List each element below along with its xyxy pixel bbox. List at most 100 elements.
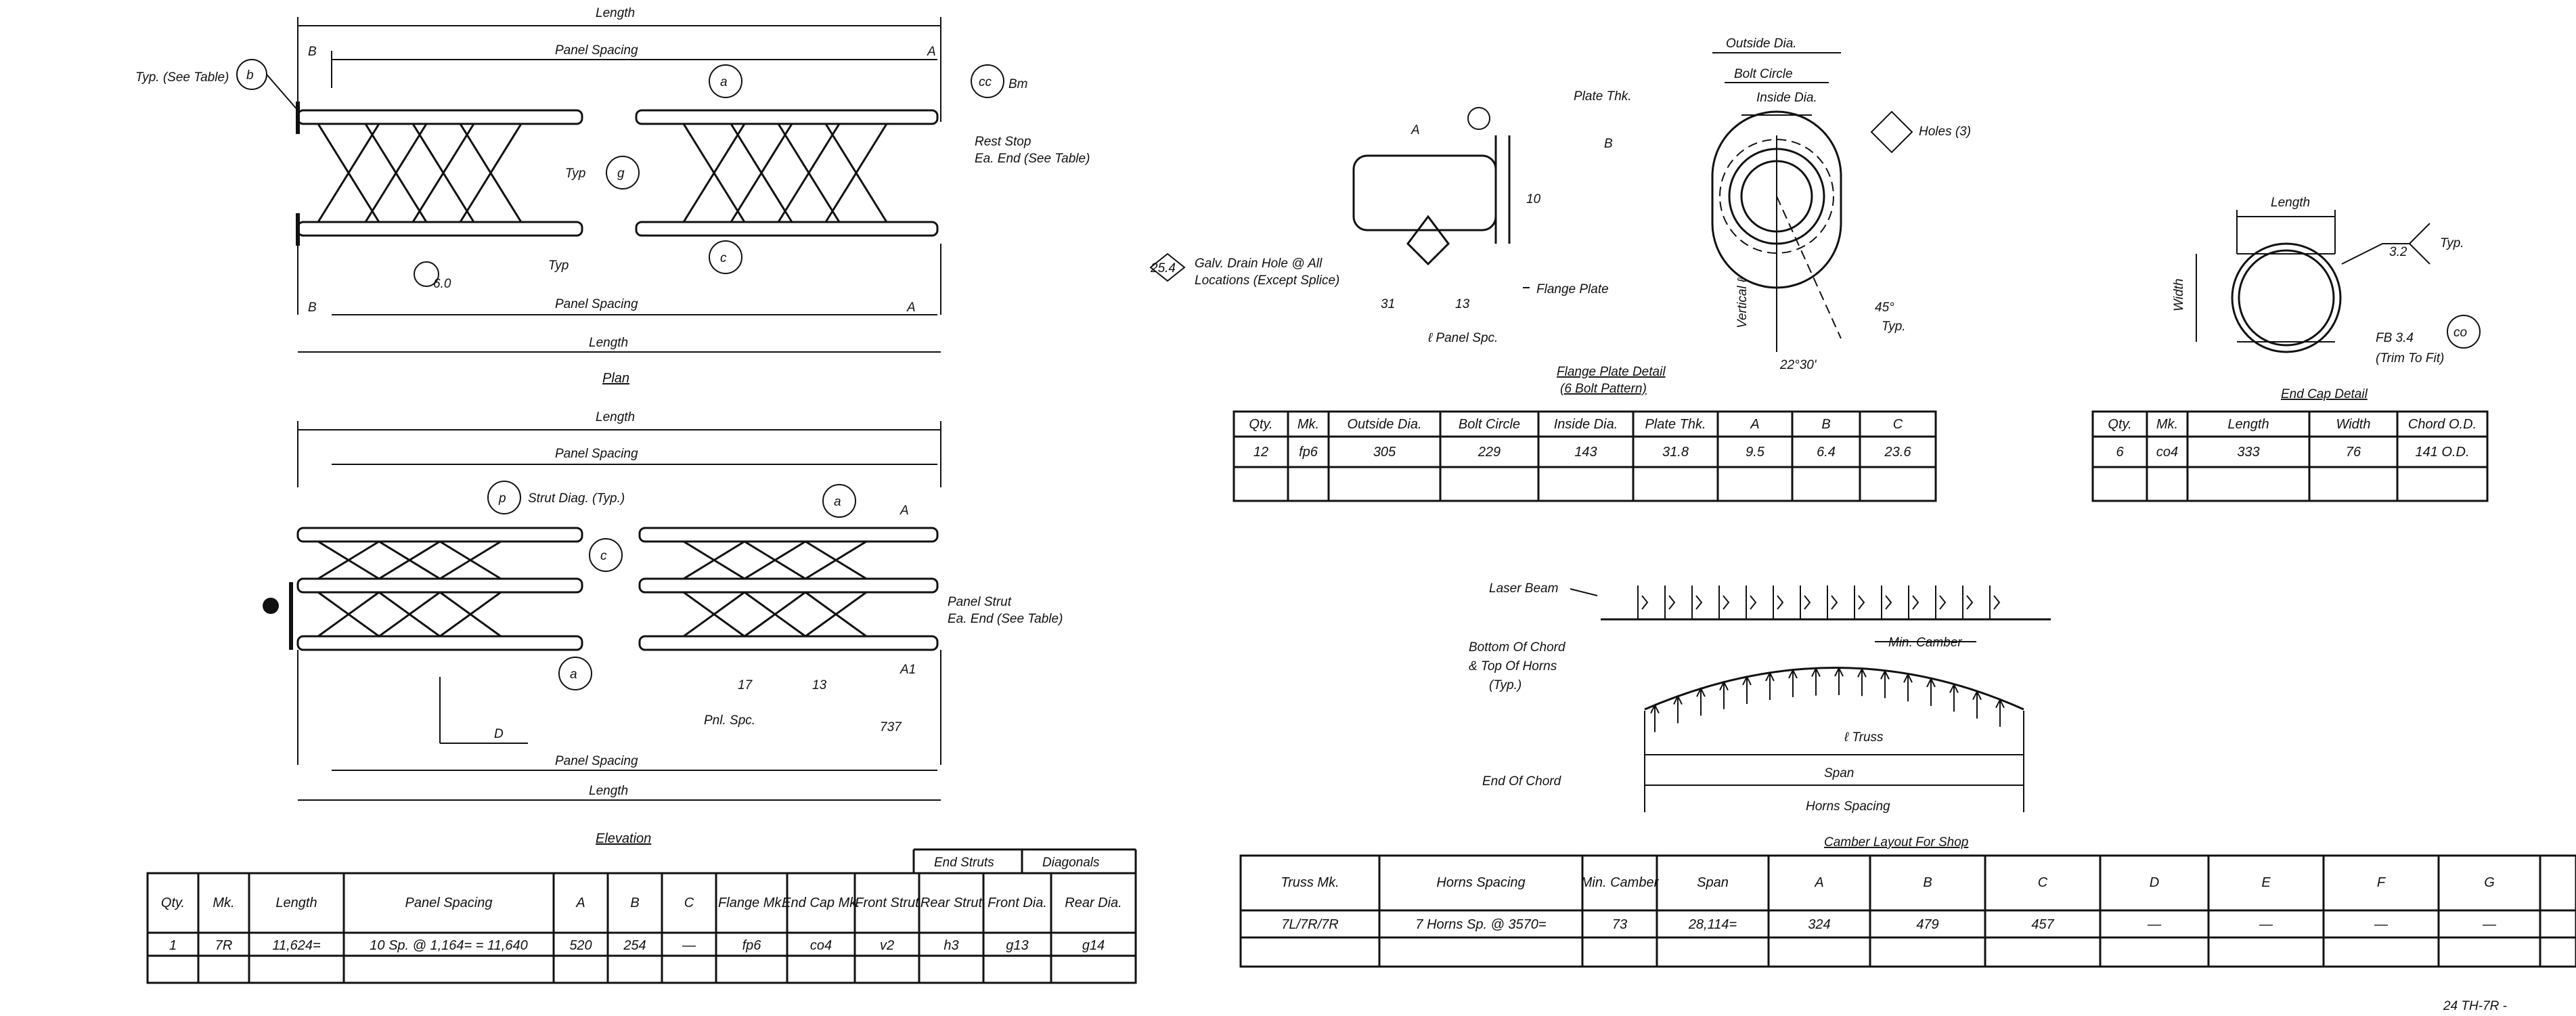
endcap-table-cell-0-1: co4 [2156,445,2178,460]
laser-tick [1773,586,1784,619]
laser-tick [1935,586,1947,619]
flange-angle45: 45° [1875,301,1894,315]
flange-detail: Plate Thk. 10 Flange Plate A B 25.4 Galv… [1149,37,1971,396]
elev-caption: Elevation [596,831,651,846]
endcap-length: Length [2271,196,2310,210]
elev-tag-p: p [498,491,506,506]
camber-table-cell-0-9: — [2374,917,2389,932]
flange-table-cell-0-4: 143 [1574,445,1597,460]
horn-tick [1834,666,1844,696]
horn-tick [1995,698,2005,727]
flange-angle2230: 22°30' [1779,358,1817,372]
main-table-header-4: A [575,896,585,910]
endcap-table-header-1: Mk. [2156,417,2178,432]
main-table-header-2: Length [275,896,317,910]
camber-bottom-chord: Bottom Of Chord [1469,640,1566,655]
flange-table-cell-0-3: 229 [1478,445,1501,460]
elev-tag-a2: a [570,667,577,682]
camber-horns-spacing: Horns Spacing [1806,799,1890,814]
laser-tick [1746,586,1757,619]
main-table-header-11: Front Dia. [987,896,1047,910]
camber-table-header-1: Horns Spacing [1436,875,1525,890]
horn-tick [1903,673,1913,702]
camber-table-cell-0-1: 7 Horns Sp. @ 3570= [1415,917,1546,932]
horn-tick [1742,675,1752,704]
endcap-width: Width [2172,279,2186,311]
endcap-table-cell-0-2: 333 [2237,445,2259,460]
horn-tick [1811,667,1821,696]
flange-galv-note: Galv. Drain Hole @ All [1195,257,1323,271]
flange-dim254: 25.4 [1150,261,1176,275]
plan-bm: Bm [1008,77,1028,91]
plan-panel-spacing-bottom: Panel Spacing [555,297,638,311]
elev-tag-c: c [600,549,607,563]
camber-table-header-10: G [2484,875,2495,890]
flange-vertical: Vertical ℓ [1735,278,1750,328]
laser-tick [1637,586,1649,619]
plan-length-bottom: Length [589,336,628,350]
flange-caption1: Flange Plate Detail [1557,365,1666,379]
camber-table-cell-0-4: 324 [1808,917,1830,932]
elev-d: D [494,727,504,741]
horn-tick [1880,669,1890,699]
main-table-cell-0-10: h3 [943,938,958,953]
main-table-cell-0-12: g14 [1082,938,1105,953]
camber-layout: Laser Beam Min. Camber Bottom Of Chord &… [1469,581,2051,849]
plan-b-bottom: B [308,301,317,315]
plan-view: Length Panel Spacing B A Panel Spacing L… [135,6,1090,386]
horn-tick [1696,686,1706,716]
flange-galv-note2: Locations (Except Splice) [1195,273,1339,288]
plan-tag-bp: b [246,68,254,83]
plan-panel-spacing-label: Panel Spacing [555,43,638,58]
elev-d17: 17 [738,678,753,692]
flange-d13: 13 [1455,297,1470,311]
laser-tick [1827,586,1838,619]
endcap-caption: End Cap Detail [2281,387,2368,401]
elev-d737: 737 [880,720,902,734]
camber-table-cell-0-2: 73 [1612,917,1627,932]
flange-table-header-4: Inside Dia. [1554,417,1618,432]
elev-length-label: Length [596,410,635,424]
flange-table-cell-0-8: 23.6 [1884,445,1912,460]
plan-typ-see-table: Typ. (See Table) [135,70,229,85]
flange-table-header-7: B [1821,417,1830,432]
laser-tick [1691,586,1703,619]
flange-table-cell-0-0: 12 [1253,445,1268,460]
elev-tag-a: a [834,495,841,509]
main-table: End Struts Diagonals Qty.1Mk.7RLength11,… [146,848,1137,984]
endcap-typ: Typ. [2440,236,2464,250]
camber-laser-beam: Laser Beam [1489,581,1558,596]
main-table-cell-0-3: 10 Sp. @ 1,164= = 11,640 [370,938,527,953]
flange-table-header-8: C [1893,417,1903,432]
camber-table-header-6: C [2038,875,2048,890]
plan-tag-c: c [720,251,727,265]
elev-strut-diag: Strut Diag. (Typ.) [528,491,625,506]
camber-span: Span [1824,766,1854,780]
elev-panel-spacing-label: Panel Spacing [555,447,638,461]
main-table-header-9: Front Strut [855,896,920,910]
endcap-table-header-0: Qty. [2108,417,2131,432]
camber-table-header-9: F [2377,875,2386,890]
elev-a-top: A [900,504,909,518]
horn-tick [1650,703,1660,732]
camber-table-cell-0-3: 28,114= [1688,917,1737,932]
flange-caption2: (6 Bolt Pattern) [1560,382,1647,396]
flange-table-cell-0-1: fp6 [1299,445,1318,460]
endcap-table-header-2: Length [2227,417,2269,432]
plan-weld: 6.0 [433,277,451,291]
camber-table-header-5: B [1923,875,1932,890]
camber-table-header-8: E [2261,875,2271,890]
main-table-cell-0-2: 11,624= [272,938,320,953]
flange-holes: Holes (3) [1919,125,1971,139]
flange-table-cell-0-6: 9.5 [1746,445,1765,460]
plan-a-bottom: A [906,301,916,315]
flange-b: B [1604,137,1613,151]
horn-tick [1857,667,1867,697]
horn-tick [1788,668,1798,697]
flange-table-header-3: Bolt Circle [1459,417,1520,432]
footer-text: 24 TH-7R - [2443,999,2507,1013]
flange-pnl-spc: ℓ Panel Spc. [1427,331,1498,345]
endcap-table-cell-0-3: 76 [2346,445,2361,460]
main-group-end-struts: End Struts [934,856,994,870]
